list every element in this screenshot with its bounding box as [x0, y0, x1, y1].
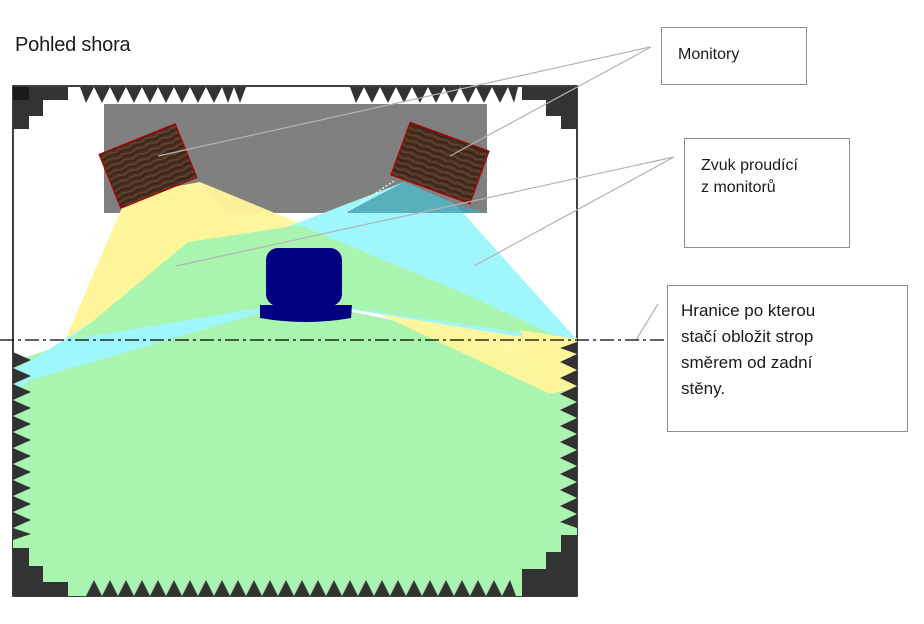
overlap-zone — [13, 301, 577, 596]
left-wall-cyan-wedge — [13, 345, 60, 398]
right-monitor — [390, 121, 490, 205]
listener-chair — [260, 248, 352, 322]
ceiling-boundary-callout: Hranice po kterou stačí obložit strop sm… — [667, 285, 908, 432]
left-monitor — [98, 122, 198, 210]
right-monitor-dash — [344, 180, 395, 214]
monitors-callout: Monitory — [661, 27, 807, 85]
leader-lines — [157, 46, 675, 341]
page-title: Pohled shora — [15, 34, 131, 56]
absorber-panels — [13, 87, 577, 596]
sound-flow-callout: Zvuk proudící z monitorů — [684, 138, 850, 248]
